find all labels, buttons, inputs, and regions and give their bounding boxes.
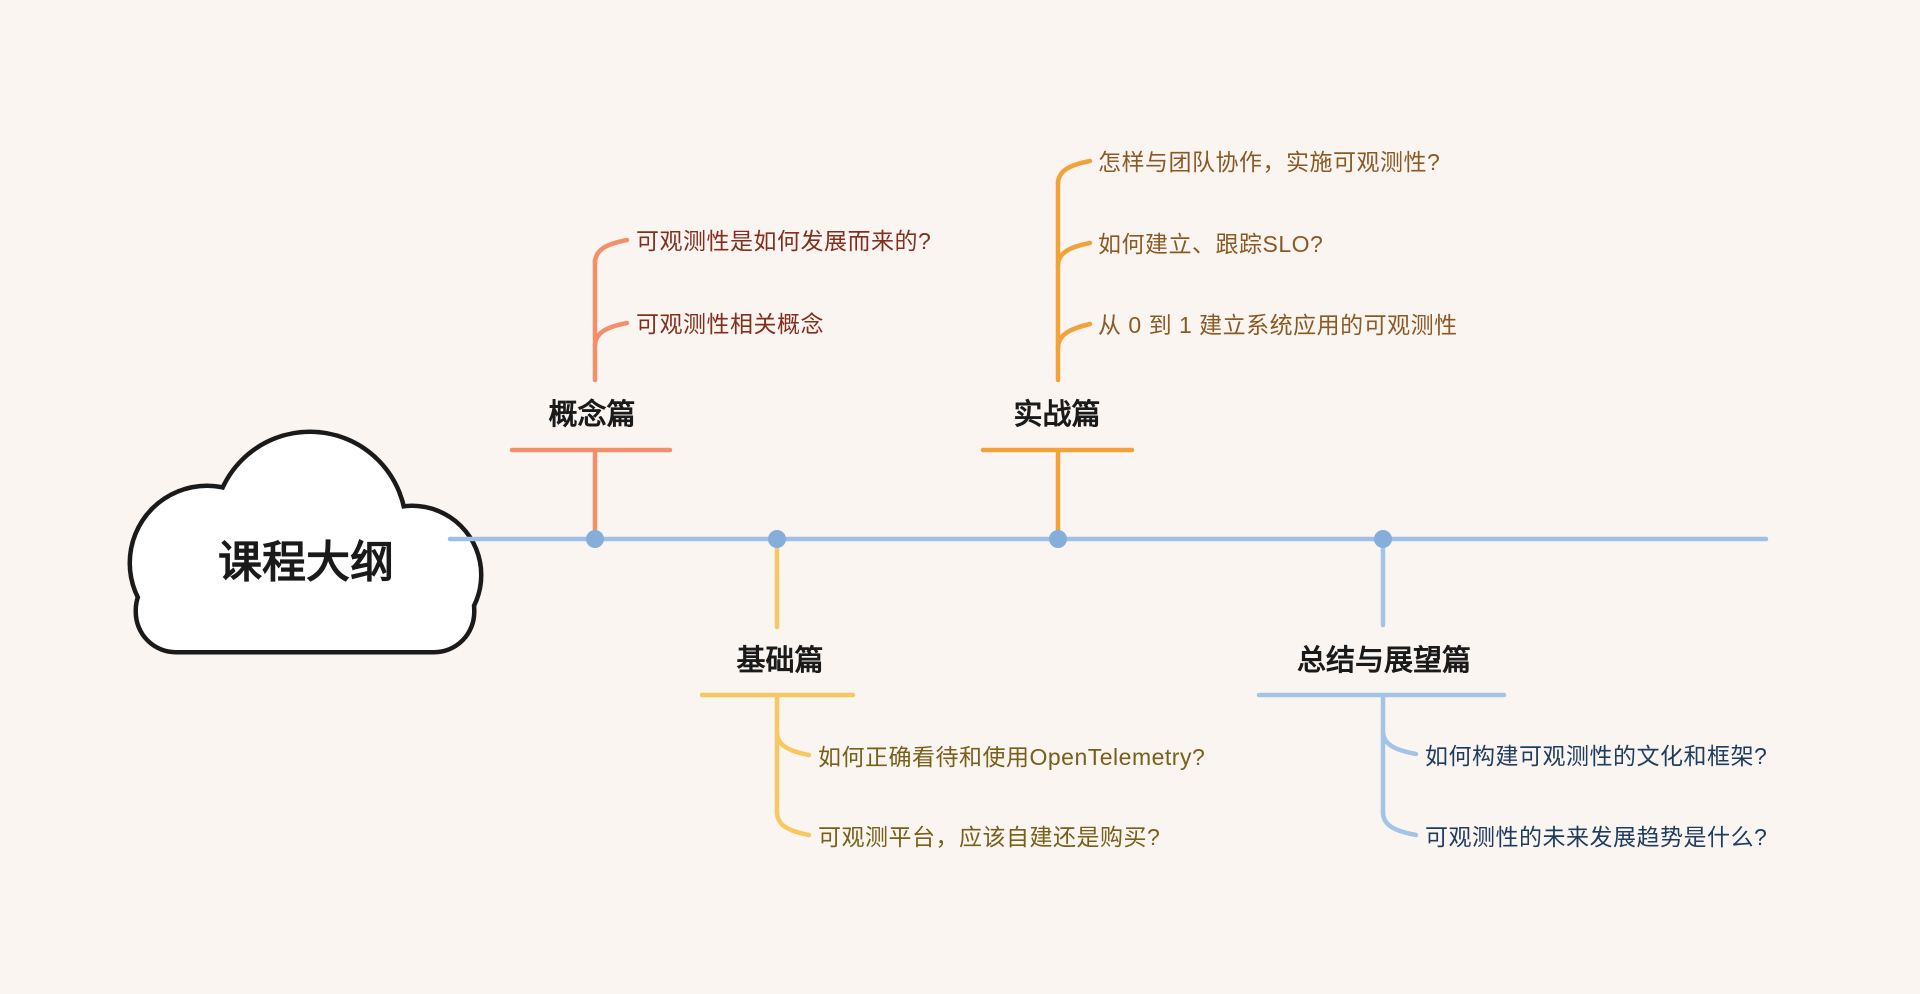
branch-label-summary[interactable]: 总结与展望篇 bbox=[1296, 645, 1472, 677]
timeline-node-summary[interactable] bbox=[1374, 530, 1392, 548]
timeline-node-concept[interactable] bbox=[586, 530, 604, 548]
topic-practice-1[interactable]: 怎样与团队协作，实施可观测性? bbox=[1098, 149, 1441, 175]
topic-summary-2[interactable]: 可观测性的未来发展趋势是什么? bbox=[1425, 824, 1768, 850]
basic-branch-lines bbox=[699, 538, 856, 838]
topic-concept-1[interactable]: 可观测性是如何发展而来的? bbox=[636, 228, 932, 254]
concept-branch-lines bbox=[509, 237, 673, 539]
root-node-title[interactable]: 课程大纲 bbox=[218, 538, 394, 587]
cloud-shape[interactable] bbox=[127, 429, 484, 655]
topic-concept-2[interactable]: 可观测性相关概念 bbox=[636, 311, 824, 337]
timeline-node-basic[interactable] bbox=[768, 530, 786, 548]
topic-basic-1[interactable]: 如何正确看待和使用OpenTelemetry? bbox=[818, 744, 1206, 770]
topic-practice-3[interactable]: 从 0 到 1 建立系统应用的可观测性 bbox=[1098, 312, 1458, 338]
topic-practice-2[interactable]: 如何建立、跟踪SLO? bbox=[1098, 231, 1324, 257]
branch-label-practice[interactable]: 实战篇 bbox=[1013, 399, 1101, 431]
summary-branch-lines bbox=[1256, 538, 1507, 838]
branch-label-concept[interactable]: 概念篇 bbox=[548, 399, 636, 431]
branch-label-basic[interactable]: 基础篇 bbox=[736, 645, 824, 677]
topic-summary-1[interactable]: 如何构建可观测性的文化和框架? bbox=[1425, 743, 1768, 769]
topic-basic-2[interactable]: 可观测平台，应该自建还是购买? bbox=[818, 824, 1161, 850]
timeline-node-practice[interactable] bbox=[1049, 530, 1067, 548]
practice-branch-lines bbox=[980, 158, 1135, 539]
